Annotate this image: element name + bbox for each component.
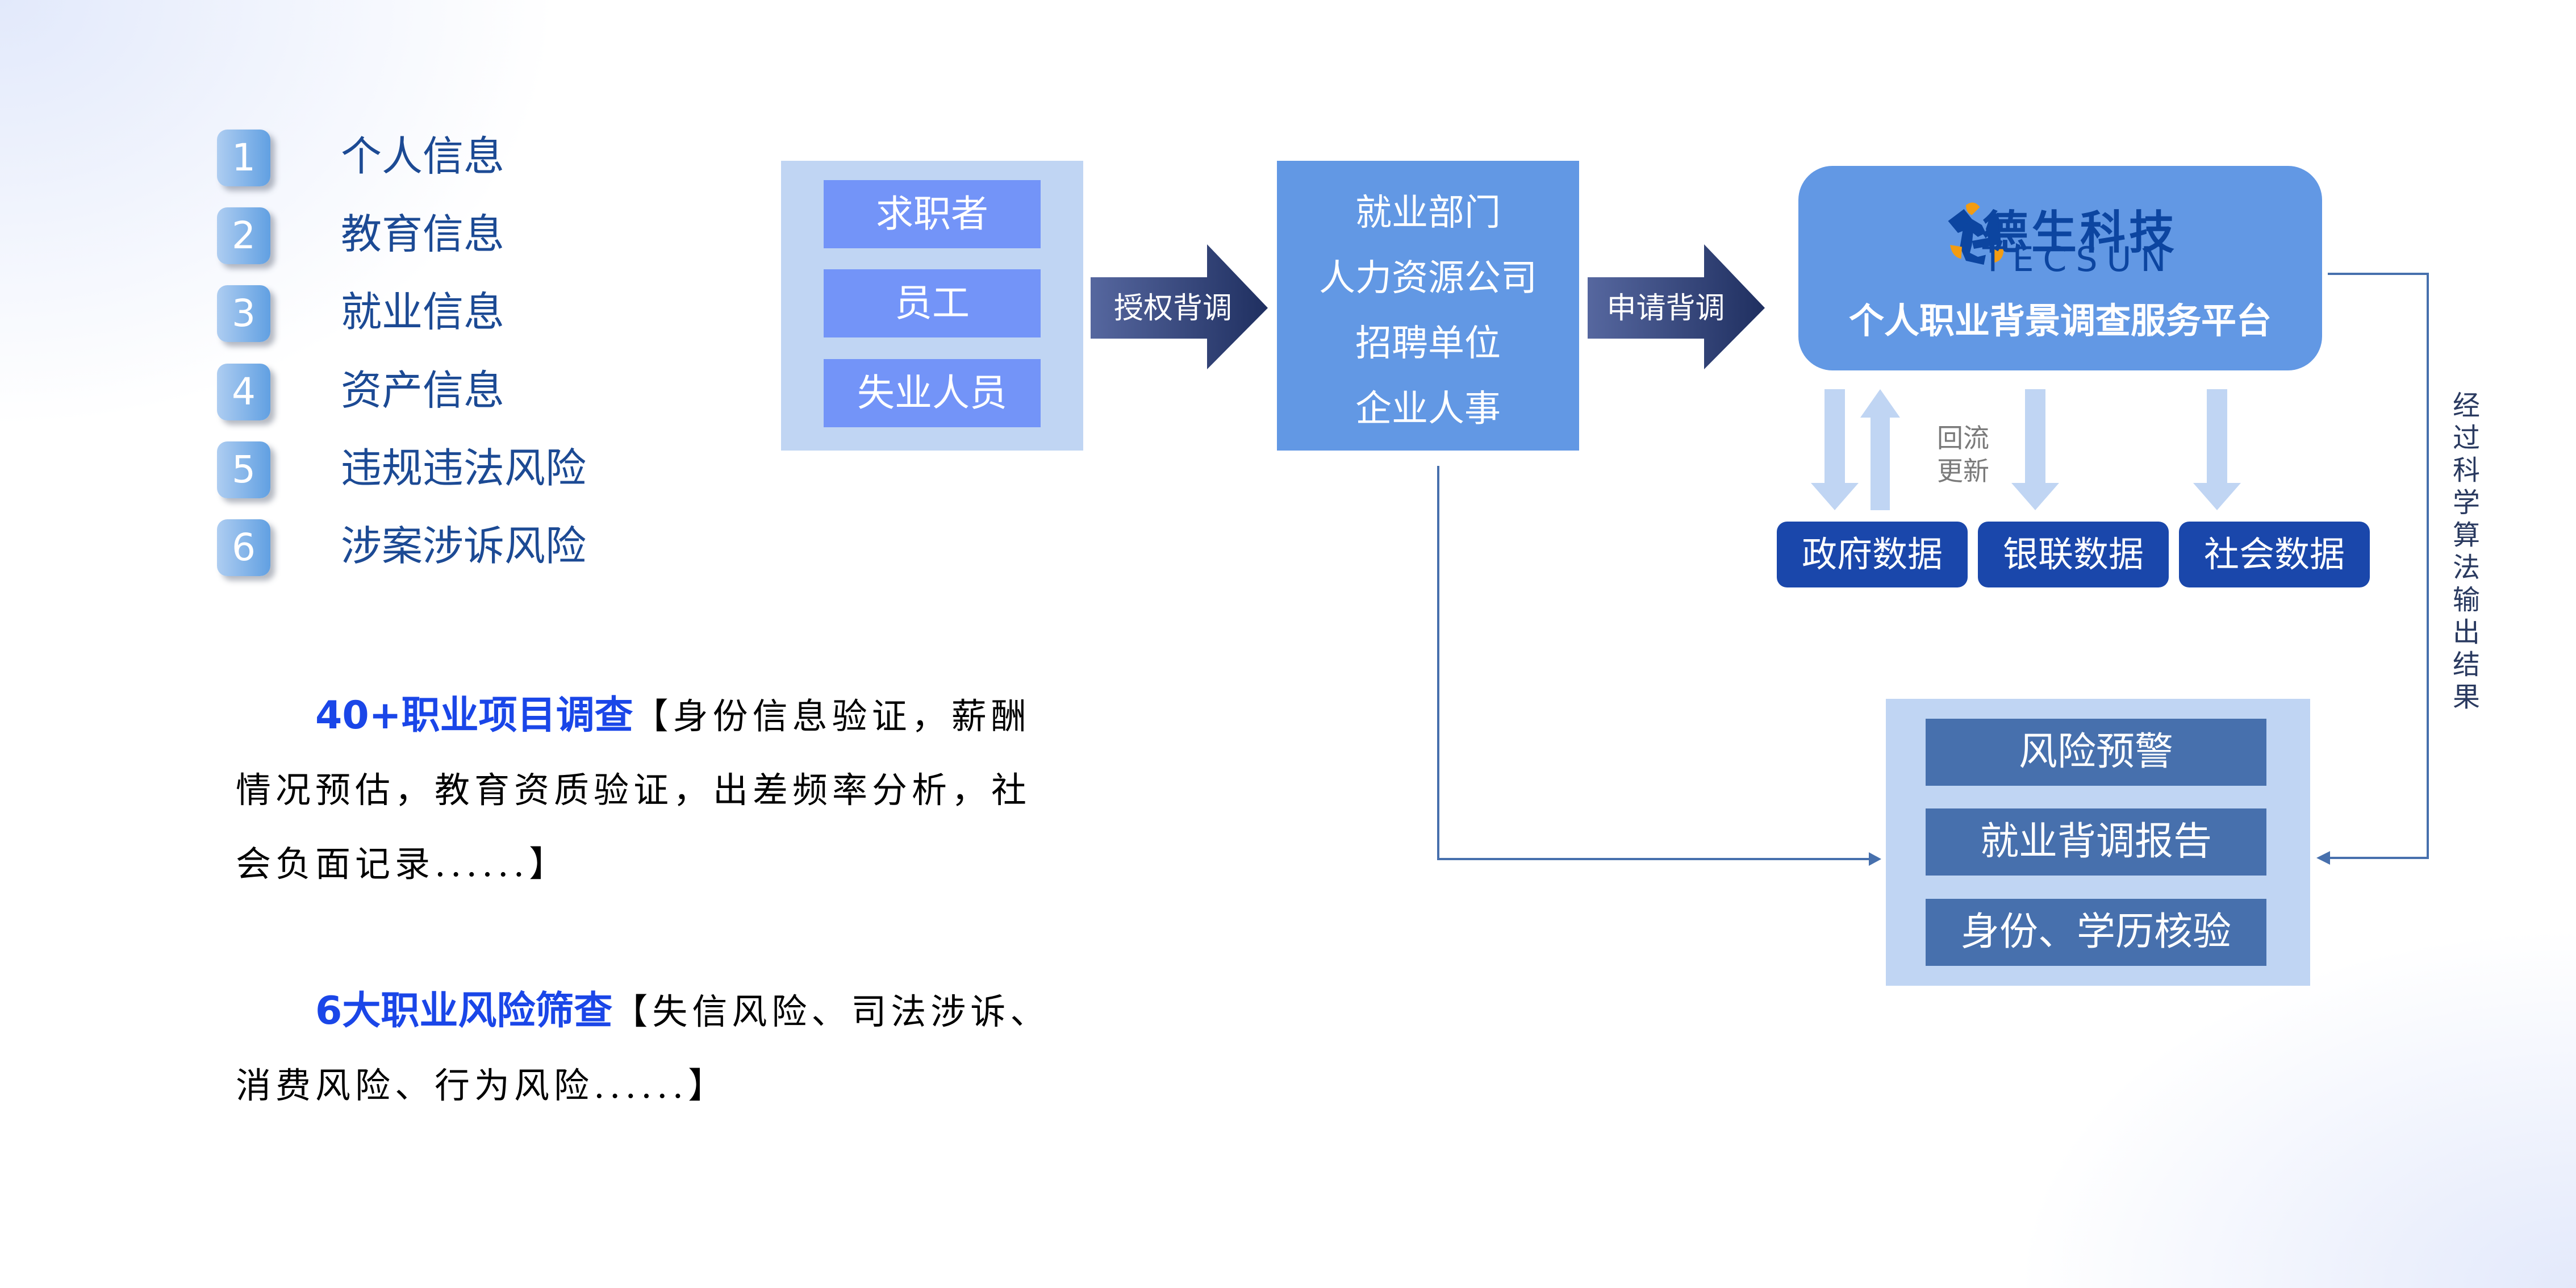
data-flow-arrows [1811, 389, 2241, 510]
apply-arrow-icon [1588, 244, 1765, 369]
risk-screening-body: 【失信风险、司法涉诉、消费风险、行为风险......】 [236, 991, 1050, 1106]
output-chip: 就业背调报告 [1926, 808, 2266, 876]
info-item-label: 涉案涉诉风险 [341, 522, 587, 570]
requester-item: 企业人事 [1355, 388, 1501, 430]
output-chip: 身份、学历核验 [1926, 899, 2266, 966]
project-survey-paragraph: 40+职业项目调查【身份信息验证，薪酬情况预估，教育资质验证，出差频率分析，社会… [236, 679, 1059, 901]
algorithm-output-label: 经过科学算法输出结果 [2452, 390, 2480, 713]
number-badge: 1 [217, 130, 270, 186]
requester-item: 人力资源公司 [1319, 257, 1537, 299]
platform-to-output-connector [2328, 273, 2429, 859]
authorize-arrow-label: 授权背调 [1113, 291, 1232, 326]
subject-chip: 员工 [824, 269, 1041, 337]
info-item-label: 个人信息 [341, 132, 505, 180]
risk-screening-highlight: 6大职业风险筛查 [315, 989, 613, 1033]
down-arrow-icon [2011, 389, 2059, 510]
info-item-label: 教育信息 [341, 210, 505, 258]
platform-title: 个人职业背景调查服务平台 [1848, 300, 2272, 341]
data-source-chip: 政府数据 [1777, 522, 1968, 587]
project-survey-highlight: 40+职业项目调查 [315, 693, 633, 738]
output-chip: 风险预警 [1926, 719, 2266, 786]
info-item-label: 就业信息 [341, 288, 505, 336]
feedback-label: 更新 [1937, 456, 1989, 486]
number-badge: 2 [217, 207, 270, 264]
requester-to-output-connector [1437, 466, 1874, 860]
requesters-box: 就业部门 人力资源公司 招聘单位 企业人事 [1277, 161, 1579, 451]
number-badge: 6 [217, 519, 270, 576]
subject-chip: 求职者 [824, 180, 1041, 248]
data-source-chip: 社会数据 [2179, 522, 2370, 587]
logo-english-name: TECSUN [1982, 240, 2176, 280]
project-survey-body: 【身份信息验证，薪酬情况预估，教育资质验证，出差频率分析，社会负面记录.....… [236, 695, 1032, 885]
data-source-chip: 银联数据 [1978, 522, 2169, 587]
up-arrow-icon [1860, 389, 1900, 510]
info-item-label: 资产信息 [341, 366, 505, 414]
down-arrow-icon [1811, 389, 1859, 510]
arrowhead-right-icon [1869, 852, 1881, 866]
number-badge: 5 [217, 441, 270, 498]
info-item-label: 违规违法风险 [341, 444, 587, 492]
requester-item: 招聘单位 [1355, 323, 1501, 365]
authorize-arrow-icon [1091, 244, 1268, 369]
requester-item: 就业部门 [1355, 192, 1501, 234]
subject-chip: 失业人员 [824, 359, 1041, 427]
apply-arrow-label: 申请背调 [1606, 291, 1725, 326]
logo-chinese-name: 德生科技 [1982, 206, 2178, 259]
platform-box: 个人职业背景调查服务平台 [1798, 166, 2322, 370]
number-badge: 3 [217, 285, 270, 342]
number-badge: 4 [217, 364, 270, 420]
feedback-label: 回流 [1937, 423, 1989, 453]
risk-screening-paragraph: 6大职业风险筛查【失信风险、司法涉诉、消费风险、行为风险......】 [236, 974, 1059, 1123]
tecsun-logo-icon [1948, 202, 2004, 265]
down-arrow-icon [2193, 389, 2241, 510]
arrowhead-left-icon [2316, 851, 2330, 865]
